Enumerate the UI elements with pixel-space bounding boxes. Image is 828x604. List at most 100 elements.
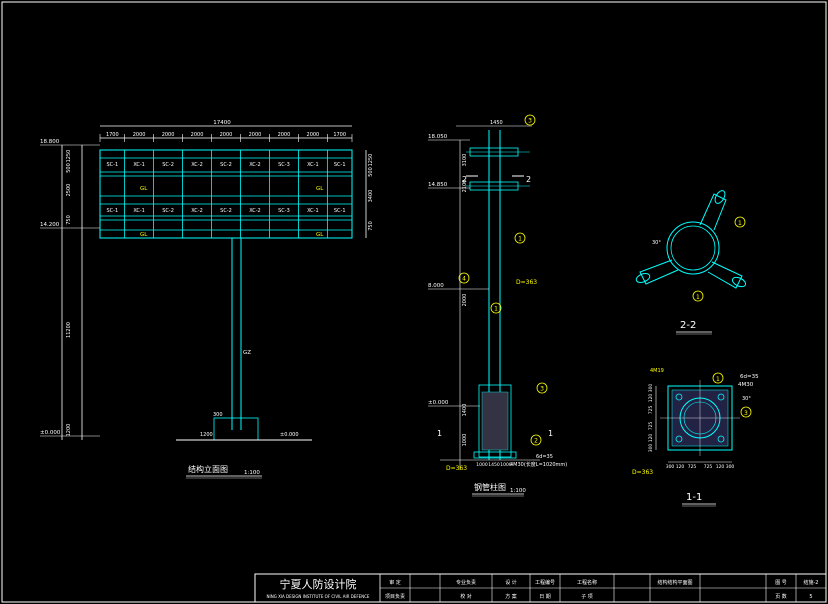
gl-label-2: GL xyxy=(140,232,148,238)
elevation-scale: 1:100 xyxy=(244,470,260,476)
member-label: XC-2 xyxy=(249,208,261,214)
s22-angle: 30° xyxy=(652,240,661,246)
callout-number: 1 xyxy=(518,236,522,243)
base-level-right: ±0.000 xyxy=(280,432,299,438)
section-mark-1-right: 1 xyxy=(548,429,553,438)
callout-number: 4 xyxy=(462,276,466,283)
column-top-dim: 1450 xyxy=(490,120,503,126)
member-label: SC-2 xyxy=(162,162,174,168)
member-label: SC-1 xyxy=(334,208,346,214)
bay-dim: 1700 xyxy=(333,132,346,138)
member-label: SC-1 xyxy=(106,162,118,168)
s11-side-dim: 725 xyxy=(648,422,654,431)
title-block-cell: 子 项 xyxy=(581,593,593,600)
s11-bottom-dim: 725 xyxy=(704,464,713,470)
d-label-bottom: D=363 xyxy=(446,465,467,472)
col-level-18050: 18.050 xyxy=(428,134,448,140)
s11-bottom-dim: 725 xyxy=(688,464,697,470)
right-dim: 750 xyxy=(368,221,374,231)
left-dim: 11200 xyxy=(66,322,72,338)
bay-dim: 2000 xyxy=(191,132,204,138)
bay-dim: 2000 xyxy=(133,132,146,138)
col-left-dim: 3100 xyxy=(462,154,468,167)
member-label: XC-2 xyxy=(191,208,203,214)
left-dim: 1200 xyxy=(66,424,72,437)
base-dim-300: 300 xyxy=(213,412,223,418)
left-dim: 1250 xyxy=(66,150,72,163)
left-dim: 500 xyxy=(66,163,72,173)
title-block-cell: 结构结构平面图 xyxy=(657,579,692,586)
bay-dim: 2000 xyxy=(307,132,320,138)
title-block-row-1: 审 定专业负责设 计工程编号工程名称结构结构平面图图 号结施-2 xyxy=(389,579,818,586)
overall-width-dim: 17400 xyxy=(213,120,231,126)
section-mark-2-right: 2 xyxy=(526,175,531,184)
anchor-bolt-note: 4M30(长度L=1020mm) xyxy=(510,461,567,468)
col-level-8000: 8.000 xyxy=(428,283,444,289)
title-block-cell: 页 数 xyxy=(775,593,787,600)
member-label: SC-3 xyxy=(278,162,290,168)
member-label: SC-3 xyxy=(278,208,290,214)
member-label: XC-1 xyxy=(133,208,145,214)
title-block-cell: 图 号 xyxy=(775,580,787,586)
bay-dim: 2000 xyxy=(278,132,291,138)
s11-angle: 30° xyxy=(742,396,751,402)
title-block-cell: 结施-2 xyxy=(804,579,819,586)
s11-side-dim: 120 xyxy=(648,394,654,403)
col-left-dim: 2100 xyxy=(462,180,468,193)
bay-dim: 1700 xyxy=(106,132,119,138)
section-mark-1-left: 1 xyxy=(437,429,442,438)
right-dim: 1250 xyxy=(368,154,374,167)
s11-side-dim: 725 xyxy=(648,406,654,415)
s11-d-label: D=363 xyxy=(632,469,653,476)
s11-label-4m30: 4M30 xyxy=(738,382,754,388)
member-label: XC-1 xyxy=(307,162,319,168)
callout-circle xyxy=(458,272,470,284)
foundation xyxy=(213,417,259,441)
member-label: XC-1 xyxy=(133,162,145,168)
title-block-cell: 方 案 xyxy=(505,593,517,600)
callout-number: 3 xyxy=(540,386,544,393)
gl-label-4: GL xyxy=(316,232,324,238)
title-block-cell: 设 计 xyxy=(505,579,517,586)
member-label: SC-2 xyxy=(220,208,232,214)
member-label: SC-1 xyxy=(106,208,118,214)
col-bottom-dim: 1000 xyxy=(500,462,512,468)
callout-circle xyxy=(530,434,542,446)
member-label: SC-2 xyxy=(220,162,232,168)
gl-label-3: GL xyxy=(316,186,324,192)
steel-column-elevation: 1450 18.050 14.850 8.000 ±0.000 2 2 3141… xyxy=(428,114,567,497)
elevation-title: 结构立面图 xyxy=(188,464,228,474)
title-block-cell: 校 对 xyxy=(460,593,472,600)
member-label: SC-1 xyxy=(334,162,346,168)
col-level-14850: 14.850 xyxy=(428,182,448,188)
s11-bottom-dim: 300 xyxy=(666,464,675,470)
col-level-0000: ±0.000 xyxy=(428,400,449,406)
right-dim: 3400 xyxy=(368,190,374,203)
column-levels: 18.050 14.850 8.000 ±0.000 xyxy=(428,134,489,407)
s11-label-6d35: 6d=35 xyxy=(740,374,759,380)
sign-rails xyxy=(100,157,352,231)
callout-circle xyxy=(536,382,548,394)
title-block-cell: 审 定 xyxy=(389,579,401,586)
s11-bottom-dim: 300 xyxy=(726,464,735,470)
s11-side-dim: 120 xyxy=(648,434,654,443)
column-pier xyxy=(478,384,512,458)
bay-dim: 2000 xyxy=(162,132,175,138)
bay-dim: 2000 xyxy=(249,132,262,138)
base-dim-1200: 1200 xyxy=(200,432,213,438)
title-block-cell: 专业负责 xyxy=(456,579,476,586)
callout-circle xyxy=(514,232,526,244)
callout-circle xyxy=(490,302,502,314)
left-dim: 750 xyxy=(66,215,72,225)
